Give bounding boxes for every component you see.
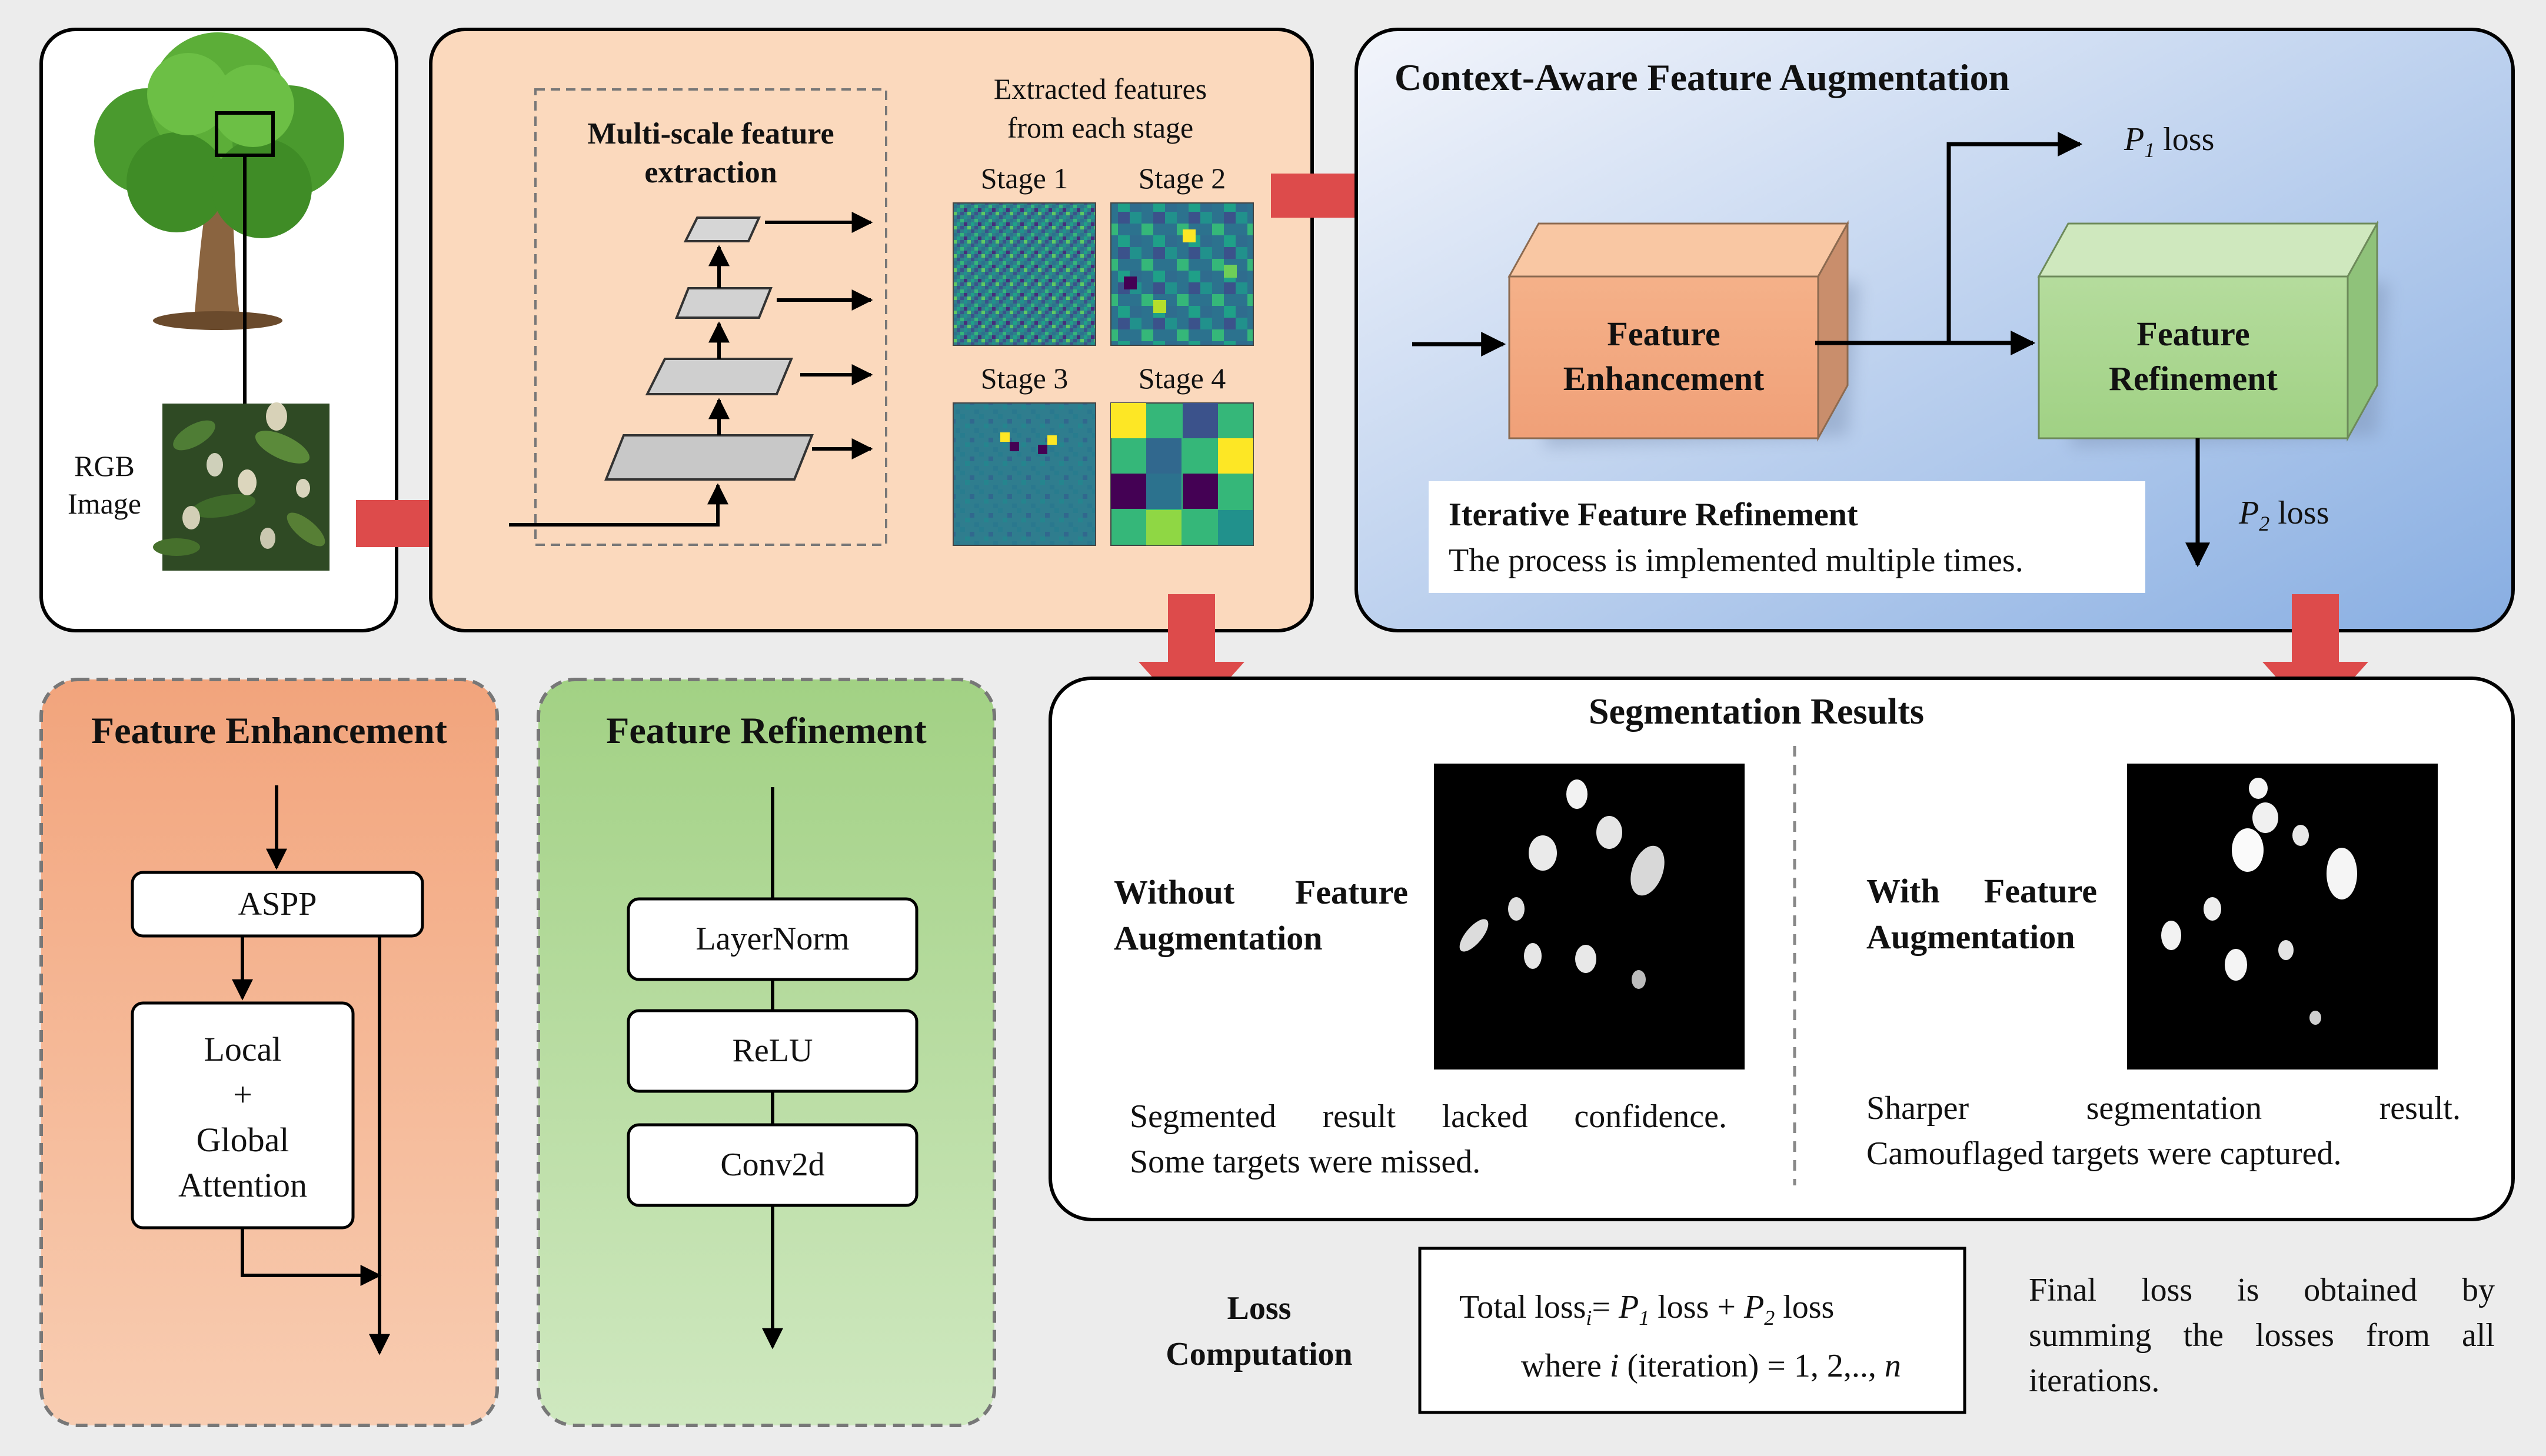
loss-box (1418, 1247, 1966, 1414)
loss-computation-label: Loss Computation (1166, 1290, 1353, 1372)
extracted-features-caption: Extracted features from each stage (993, 72, 1207, 144)
final-loss-desc: Final loss is obtained by summing the lo… (2029, 1272, 2495, 1399)
refinement-block-label: Feature Refinement (2109, 315, 2278, 398)
aspp-box (131, 871, 424, 938)
feature-pyramid (604, 216, 814, 481)
total-loss-formula: Total lossi= P1 loss + P2 loss (1459, 1289, 1835, 1330)
p2-loss-label: P2 loss (2239, 495, 2329, 536)
refinement-block-top (2037, 222, 2379, 278)
iterative-desc: The process is implemented multiple time… (1449, 542, 2024, 579)
cafa-panel (1354, 28, 2515, 632)
stage-3-map (953, 402, 1096, 546)
stage-2-label: Stage 2 (1138, 162, 1226, 195)
aspp-label: ASPP (238, 886, 317, 922)
stage-4-label: Stage 4 (1138, 362, 1226, 395)
without-desc: Segmented result lacked confidence. Some… (1130, 1098, 1727, 1180)
rgb-image (153, 402, 330, 571)
attention-label: Local + Global Attention (178, 1030, 308, 1204)
iteration-formula: where i (iteration) = 1, 2,.., n (1521, 1348, 1901, 1384)
iterative-title: Iterative Feature Refinement (1449, 497, 1858, 533)
with-label: With Feature Augmentation (1866, 872, 2097, 956)
stage-3-label: Stage 3 (980, 362, 1069, 395)
layernorm-label: LayerNorm (695, 921, 850, 957)
iterative-box (1429, 481, 2145, 593)
refinement-panel-title: Feature Refinement (606, 709, 927, 751)
enhancement-panel-title: Feature Enhancement (91, 709, 447, 751)
rgb-image-label: RGB Image (68, 449, 141, 520)
stage-1-label: Stage 1 (980, 162, 1069, 195)
cafa-title: Context-Aware Feature Augmentation (1395, 56, 2010, 98)
refinement-block (2038, 275, 2349, 439)
mask-without (1434, 764, 1745, 1069)
enhancement-block (1508, 275, 1819, 439)
relu-label: ReLU (732, 1032, 813, 1069)
results-title: Segmentation Results (1588, 692, 1925, 732)
enhancement-block-label: Feature Enhancement (1563, 315, 1765, 398)
tree-icon (94, 32, 344, 330)
without-label: Without Feature Augmentation (1114, 873, 1408, 957)
stage-1-map (953, 202, 1096, 346)
mask-with (2127, 764, 2438, 1069)
enhancement-block-top (1507, 222, 1849, 278)
extraction-title: Multi-scale feature extraction (587, 117, 834, 189)
p1-loss-label: P1 loss (2124, 121, 2215, 162)
stage-4-map (1110, 402, 1254, 546)
conv2d-label: Conv2d (720, 1147, 825, 1183)
with-desc: Sharper segmentation result. Camouflaged… (1866, 1090, 2461, 1172)
